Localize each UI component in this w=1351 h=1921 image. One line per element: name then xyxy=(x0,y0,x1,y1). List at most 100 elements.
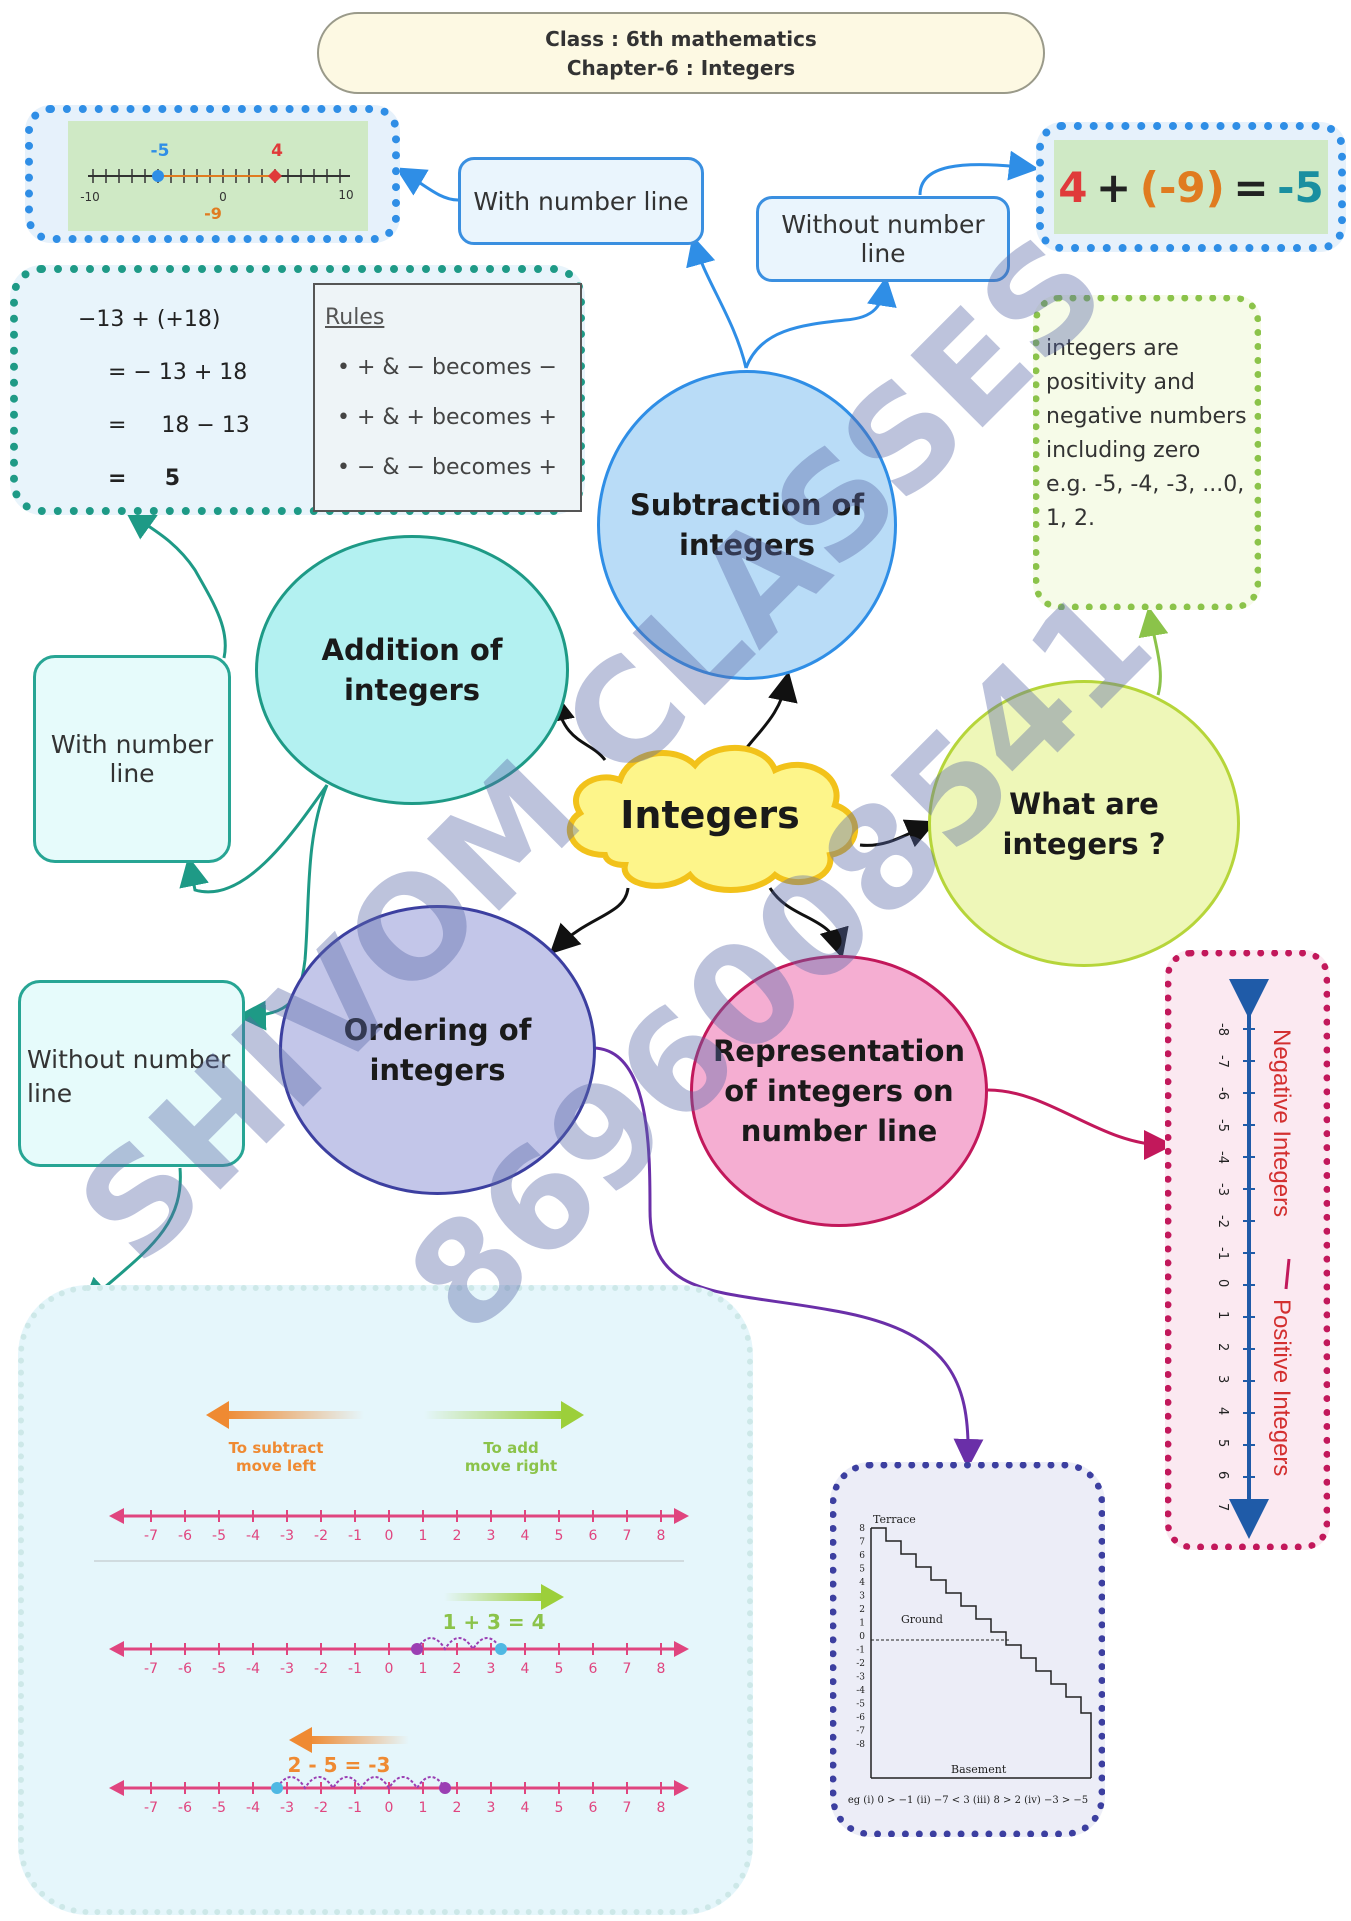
nl-label-max: 10 xyxy=(338,188,353,202)
stairs-tick-label: 8 xyxy=(859,1524,865,1534)
page-header: Class : 6th mathematics Chapter-6 : Inte… xyxy=(317,12,1045,94)
add-with-number-line-label: With number line xyxy=(33,655,231,863)
point-minus5 xyxy=(152,170,164,182)
hline-tick-label: -5 xyxy=(212,1800,226,1816)
rules-title: Rules xyxy=(325,305,385,330)
nl-label-min: -10 xyxy=(80,190,100,204)
subtraction-equation-box: 4 + (-9) = -5 xyxy=(1036,122,1346,252)
vline-tick-label: 7 xyxy=(1215,1503,1230,1511)
addition-steps: −13 + (+18) = − 13 + 18 = 18 − 13 = 5 xyxy=(78,293,250,505)
arrow-withline-addexample xyxy=(124,509,227,659)
hline-tick-label: -1 xyxy=(348,1528,362,1544)
eq-a: 4 xyxy=(1058,162,1088,212)
hline-tick-label: -3 xyxy=(280,1800,294,1816)
hline-tick-label: -7 xyxy=(144,1661,158,1677)
hline-tick-label: 3 xyxy=(487,1528,496,1544)
mini-number-line: -5 4 -10 0 10 -9 xyxy=(68,121,368,231)
node-representation[interactable]: Representation of integers on number lin… xyxy=(690,955,988,1227)
point-4 xyxy=(268,169,282,183)
arrow-add-withline xyxy=(179,784,329,894)
vline-tick-label: -4 xyxy=(1215,1151,1230,1164)
header-class: Class : 6th mathematics xyxy=(545,27,817,51)
eq-result: -5 xyxy=(1277,162,1324,212)
hline-tick-label: 7 xyxy=(623,1800,632,1816)
vline-tick-label: 0 xyxy=(1215,1279,1230,1287)
hline-tick-label: -2 xyxy=(314,1661,328,1677)
nl-label-b: 4 xyxy=(271,141,283,161)
stairs-diagram: Terrace Ground Basement 876543210-1-2-3-… xyxy=(848,1513,1092,1806)
number-line-panel-svg: To subtract move left To add move right … xyxy=(94,1401,689,1816)
nl-label-a: -5 xyxy=(151,141,170,161)
step-3: = 18 − 13 xyxy=(108,413,250,438)
addition-example-box: −13 + (+18) = − 13 + 18 = 18 − 13 = 5 Ru… xyxy=(10,265,585,515)
center-cloud[interactable]: Integers xyxy=(545,735,875,900)
eq-equals: = xyxy=(1233,162,1269,212)
add-label-2: move right xyxy=(465,1457,557,1475)
arrow-center-ord xyxy=(549,887,630,955)
vline-tick-label: 1 xyxy=(1215,1311,1230,1319)
hline-tick-label: 4 xyxy=(521,1661,530,1677)
step-4: = 5 xyxy=(108,466,181,491)
eq-b: (-9) xyxy=(1139,162,1225,212)
rule-2: • + & + becomes + xyxy=(337,405,557,430)
stairs-tick-label: 4 xyxy=(859,1578,865,1588)
terrace-label: Terrace xyxy=(873,1513,916,1526)
hline-tick-label: 6 xyxy=(589,1800,598,1816)
hline-tick-label: 1 xyxy=(419,1800,428,1816)
arrow-center-sub xyxy=(743,671,798,751)
sub-without-number-line-label: Without number line xyxy=(756,196,1010,282)
node-what-are[interactable]: What are integers ? xyxy=(928,680,1240,967)
stairs-tick-label: 0 xyxy=(859,1632,865,1642)
stairs-tick-label: -1 xyxy=(856,1646,865,1656)
subtraction-numberline-box: -5 4 -10 0 10 -9 xyxy=(25,105,400,243)
hline-tick-label: 1 xyxy=(419,1661,428,1677)
negative-label: Negative Integers xyxy=(1268,1029,1295,1217)
hline-tick-label: 4 xyxy=(521,1800,530,1816)
stairs-tick-label: 7 xyxy=(859,1538,865,1548)
hline-tick-label: 2 xyxy=(453,1528,462,1544)
vline-tick-label: 5 xyxy=(1215,1439,1230,1447)
vline-tick-label: 2 xyxy=(1215,1343,1230,1351)
stairs-tick-label: 2 xyxy=(859,1605,865,1615)
stairs-tick-label: -2 xyxy=(856,1659,865,1669)
hline-tick-label: 8 xyxy=(657,1528,666,1544)
vline-tick-label: -7 xyxy=(1215,1055,1230,1068)
rule-1-text: + & − becomes − xyxy=(356,355,557,380)
definition-text: integers are positivity and negative num… xyxy=(1046,336,1247,531)
number-line-panel: To subtract move left To add move right … xyxy=(18,1285,753,1915)
hline-tick-label: -3 xyxy=(280,1528,294,1544)
hline-tick-label: 6 xyxy=(589,1661,598,1677)
arrow-withoutline-panel xyxy=(81,1167,182,1309)
stairs-tick-label: 3 xyxy=(859,1592,865,1602)
vline-tick-label: 6 xyxy=(1215,1471,1230,1479)
hline-tick-label: -2 xyxy=(314,1800,328,1816)
subtract-label-1: To subtract xyxy=(229,1439,324,1457)
hline-tick-label: -2 xyxy=(314,1528,328,1544)
step-2: = − 13 + 18 xyxy=(108,360,248,385)
center-label: Integers xyxy=(620,793,799,837)
hline-tick-label: -4 xyxy=(246,1528,260,1544)
arrow-rep-vertical xyxy=(987,1088,1174,1160)
node-subtraction[interactable]: Subtraction of integers xyxy=(597,370,897,680)
rule-2-text: + & + becomes + xyxy=(356,405,557,430)
vline-tick-label: -2 xyxy=(1215,1215,1230,1228)
stairs-tick-label: 5 xyxy=(859,1565,865,1575)
hline-tick-label: 4 xyxy=(521,1528,530,1544)
node-ordering[interactable]: Ordering of integers xyxy=(279,905,596,1195)
hline-tick-label: 3 xyxy=(487,1800,496,1816)
vline-tick-label: -6 xyxy=(1215,1087,1230,1100)
arrow-sub-with-line xyxy=(686,235,748,369)
stairs-caption: eg (i) 0 > −1 (ii) −7 < 3 (iii) 8 > 2 (i… xyxy=(848,1795,1088,1806)
subtract-label-2: move left xyxy=(236,1457,316,1475)
rules-card: Rules • + & − becomes − • + & + becomes … xyxy=(313,283,582,512)
hline-tick-label: -4 xyxy=(246,1800,260,1816)
hline-tick-label: -6 xyxy=(178,1528,192,1544)
rule-3-text: − & − becomes + xyxy=(356,455,557,480)
arrow-to-numberline-box xyxy=(395,167,459,202)
hline-tick-label: 5 xyxy=(555,1661,564,1677)
hline-tick-label: -6 xyxy=(178,1800,192,1816)
hline-tick-label: 2 xyxy=(453,1800,462,1816)
node-addition[interactable]: Addition of integers xyxy=(255,535,569,805)
